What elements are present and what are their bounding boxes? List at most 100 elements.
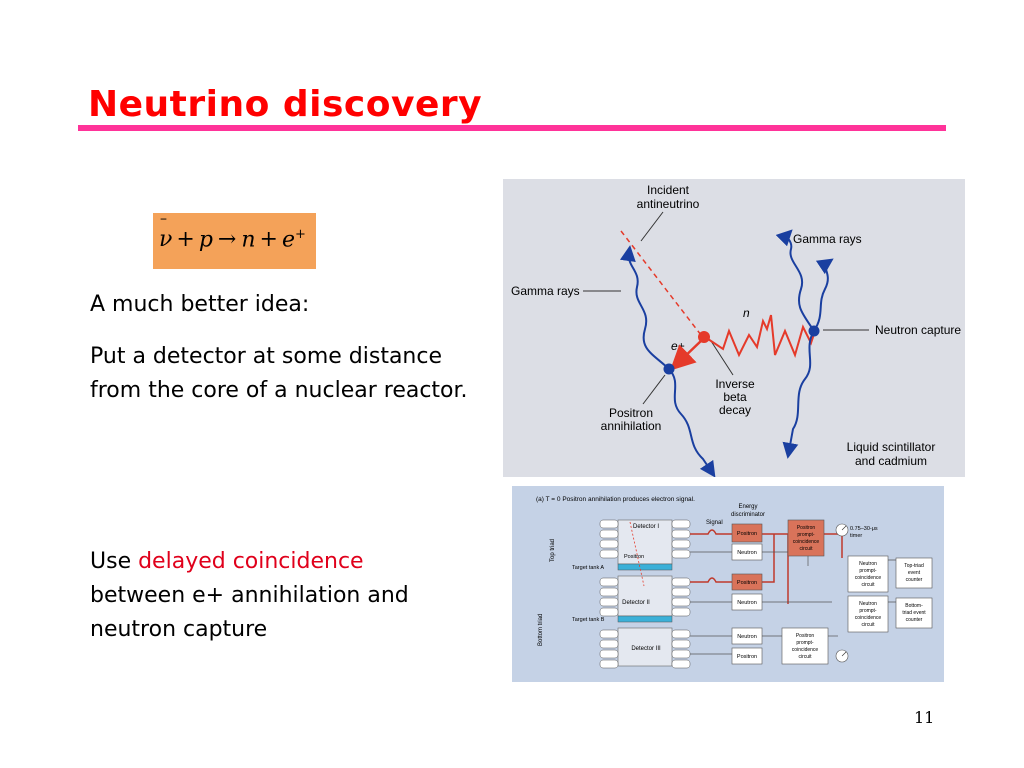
eq-nu: ν [159, 227, 173, 253]
positron-disc-mid-label: Positron [737, 580, 757, 586]
positron-disc-bottom [731, 647, 763, 665]
intro-text: A much better idea: [90, 292, 310, 317]
eq-e: e [281, 227, 295, 253]
detector-3-box [617, 627, 673, 667]
positron-disc-top [731, 523, 763, 543]
eq-plus-2: + [259, 227, 278, 253]
neutron-coincidence-bottom [847, 595, 889, 633]
neutron-disc-bottom-label: Neutron [737, 634, 757, 640]
gamma-right-label: Gamma rays [793, 232, 862, 246]
top-counter-3: counter [906, 577, 923, 583]
detector-2-label: Detector II [622, 600, 650, 606]
eq-arrow: → [217, 227, 237, 253]
positron-disc-top-label: Positron [737, 531, 757, 537]
eq-n: n [241, 227, 256, 253]
reaction-equation: – ν +p→n+e+ [153, 211, 316, 269]
signal-label: Signal [706, 520, 723, 526]
detector-3-label: Detector III [631, 646, 661, 652]
positron-coincidence-top [787, 519, 825, 557]
detail-text: Put a detector at some distance from the… [90, 344, 468, 403]
bottom-counter-2: triad event [902, 610, 926, 616]
neutron-capture-label: Neutron capture [875, 323, 961, 337]
positron-label-2: annihilation [601, 419, 662, 433]
npc-top-1: Neutron [859, 561, 877, 567]
antineutrino-bar: – [160, 211, 167, 228]
detector-2-box [617, 575, 673, 617]
inverse-label-1: Inverse [715, 377, 755, 391]
ppc-bottom-3: coincidence [792, 647, 819, 653]
inverse-beta-decay-figure: Incident antineutrino Gamma rays Gamma r… [503, 179, 965, 478]
photomultipliers [599, 519, 691, 669]
top-counter-2: event [908, 570, 921, 576]
ppc-top-3: coincidence [793, 539, 820, 545]
positron-small-label: Positron [624, 554, 644, 560]
antineutrino-path [620, 230, 702, 336]
npc-bottom-3: coincidence [855, 615, 882, 621]
ppc-bottom-2: prompt- [796, 640, 814, 646]
ppc-top-2: prompt- [797, 532, 815, 538]
gamma-ray-up-left [619, 245, 670, 370]
inverse-label-3: decay [719, 403, 751, 417]
eq-plus-1: + [176, 227, 195, 253]
neutron-disc-top-label: Neutron [737, 550, 757, 556]
title-underline [78, 125, 946, 131]
page-number: 11 [914, 708, 935, 727]
liquid-label-2: and cadmium [855, 454, 927, 468]
timer-label-1: 0.75–30-μs [850, 526, 878, 532]
eplus-label: e+ [671, 339, 685, 353]
target-tank-a [617, 563, 673, 571]
neutron-disc-bottom [731, 627, 763, 645]
bottom-counter-3: counter [906, 617, 923, 623]
detector-1-label: Detector I [633, 524, 659, 530]
neutron-disc-mid [731, 593, 763, 611]
bottom-triad-counter [895, 597, 933, 629]
top-counter-1: Top-triad [904, 563, 924, 569]
npc-bottom-4: circuit [861, 622, 875, 628]
slide-title: Neutrino discovery [88, 84, 483, 125]
bottom-triad-label: Bottom triad [538, 614, 544, 646]
detector-circuit-diagram: (a) T = 0 Positron annihilation produces… [536, 496, 933, 669]
target-tank-b [617, 615, 673, 623]
positron-coincidence-bottom [781, 627, 829, 665]
top-triad-label: Top triad [550, 539, 556, 562]
gamma-left-label: Gamma rays [511, 284, 580, 298]
npc-bottom-2: prompt- [859, 608, 877, 614]
neutron-n-label: n [743, 306, 750, 320]
coinc-prefix: Use [90, 549, 139, 574]
npc-top-2: prompt- [859, 568, 877, 574]
eq-p: p [198, 227, 213, 253]
eq-e-sup: + [294, 227, 306, 242]
neutron-coincidence-top [847, 555, 889, 593]
positron-label-1: Positron [609, 406, 653, 420]
coincidence-text: Use delayed coincidence between e+ annih… [90, 545, 490, 647]
timer-hand-bottom [841, 651, 847, 657]
gamma-ray-up-right-2 [813, 258, 834, 332]
positron-pointer [642, 374, 666, 405]
energy-label-2: discriminator [731, 512, 765, 518]
target-b-label: Target tank B [572, 617, 605, 623]
ppc-top-4: circuit [799, 546, 813, 552]
gamma-ray-down-right [782, 330, 815, 459]
incident-label-2: antineutrino [637, 197, 700, 211]
interaction-point [698, 331, 710, 343]
positron-disc-bottom-label: Positron [737, 654, 757, 660]
neutron-path-2 [770, 314, 816, 359]
energy-label-1: Energy [738, 504, 757, 510]
ppc-bottom-4: circuit [798, 654, 812, 660]
timer-label-2: timer [850, 533, 862, 539]
positron-arrow [669, 338, 704, 371]
detector-circuit-figure: (a) T = 0 Positron annihilation produces… [512, 486, 944, 682]
inverse-label-2: beta [723, 390, 747, 404]
neutron-path-1 [704, 314, 772, 358]
liquid-label-1: Liquid scintillator [847, 440, 936, 454]
coinc-rest: between e+ annihilation and neutron capt… [90, 583, 409, 642]
inverse-pointer [710, 340, 734, 376]
target-a-label: Target tank A [572, 565, 604, 571]
npc-top-4: circuit [861, 582, 875, 588]
gamma-ray-up-right-1 [775, 229, 815, 332]
npc-bottom-1: Neutron [859, 601, 877, 607]
positron-disc-mid [731, 573, 763, 591]
top-triad-counter [895, 557, 933, 589]
bottom-counter-1: Bottom- [905, 603, 923, 609]
timer-hand-top [841, 525, 847, 531]
